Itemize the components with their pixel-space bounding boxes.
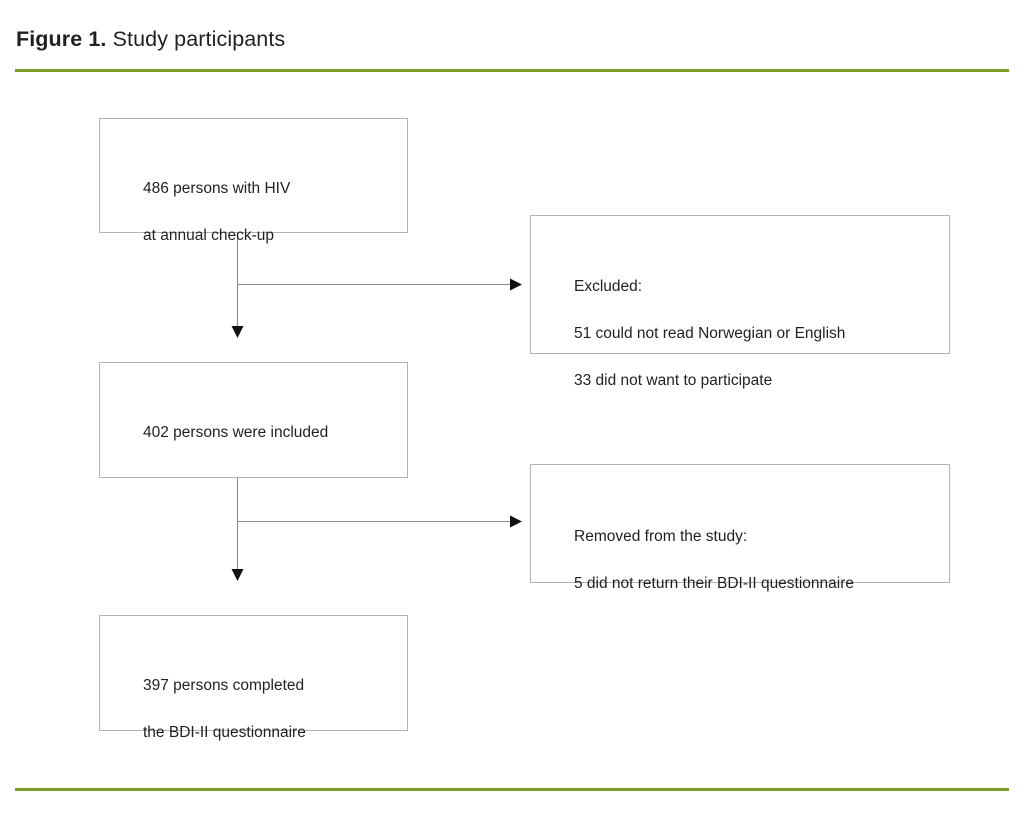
flow-node-removed-line1: Removed from the study:	[574, 527, 748, 545]
flow-node-removed-line2: 5 did not return their BDI-II questionna…	[574, 574, 855, 592]
flow-node-enrolled-text: 486 persons with HIV at annual check-up	[143, 153, 290, 247]
header-divider	[15, 69, 1009, 72]
figure-label: Figure 1.	[16, 27, 107, 51]
connector-included-to-completed	[231, 478, 244, 581]
flow-node-completed-line1: 397 persons completed	[143, 676, 305, 694]
flow-node-excluded-line1: Excluded:	[574, 277, 643, 295]
figure-caption: Study participants	[106, 27, 286, 51]
flow-node-removed-text: Removed from the study: 5 did not return…	[574, 501, 854, 595]
flow-node-enrolled: 486 persons with HIV at annual check-up	[99, 118, 408, 244]
page-title: Figure 1. Study participants	[16, 25, 285, 53]
flow-node-included-text: 402 persons were included	[143, 397, 328, 444]
flow-node-excluded-line2: 51 could not read Norwegian or English	[574, 324, 846, 342]
connector-enrolled-to-included	[231, 233, 244, 338]
connector-included-to-removed	[237, 515, 522, 528]
flow-node-enrolled-line1: 486 persons with HIV	[143, 179, 291, 197]
flow-node-excluded: Excluded: 51 could not read Norwegian or…	[530, 215, 950, 389]
flow-node-included: 402 persons were included	[99, 362, 408, 478]
flow-node-removed: Removed from the study: 5 did not return…	[530, 464, 950, 592]
connector-enrolled-to-excluded	[237, 278, 522, 291]
flow-node-included-line1: 402 persons were included	[143, 423, 329, 441]
flow-node-enrolled-line2: at annual check-up	[143, 226, 274, 244]
flow-node-completed: 397 persons completed the BDI-II questio…	[99, 615, 408, 741]
footer-divider	[15, 788, 1009, 791]
flow-node-completed-text: 397 persons completed the BDI-II questio…	[143, 650, 306, 744]
flow-node-excluded-text: Excluded: 51 could not read Norwegian or…	[574, 251, 845, 392]
flow-node-completed-line2: the BDI-II questionnaire	[143, 723, 306, 741]
flow-node-excluded-line3: 33 did not want to participate	[574, 371, 773, 389]
